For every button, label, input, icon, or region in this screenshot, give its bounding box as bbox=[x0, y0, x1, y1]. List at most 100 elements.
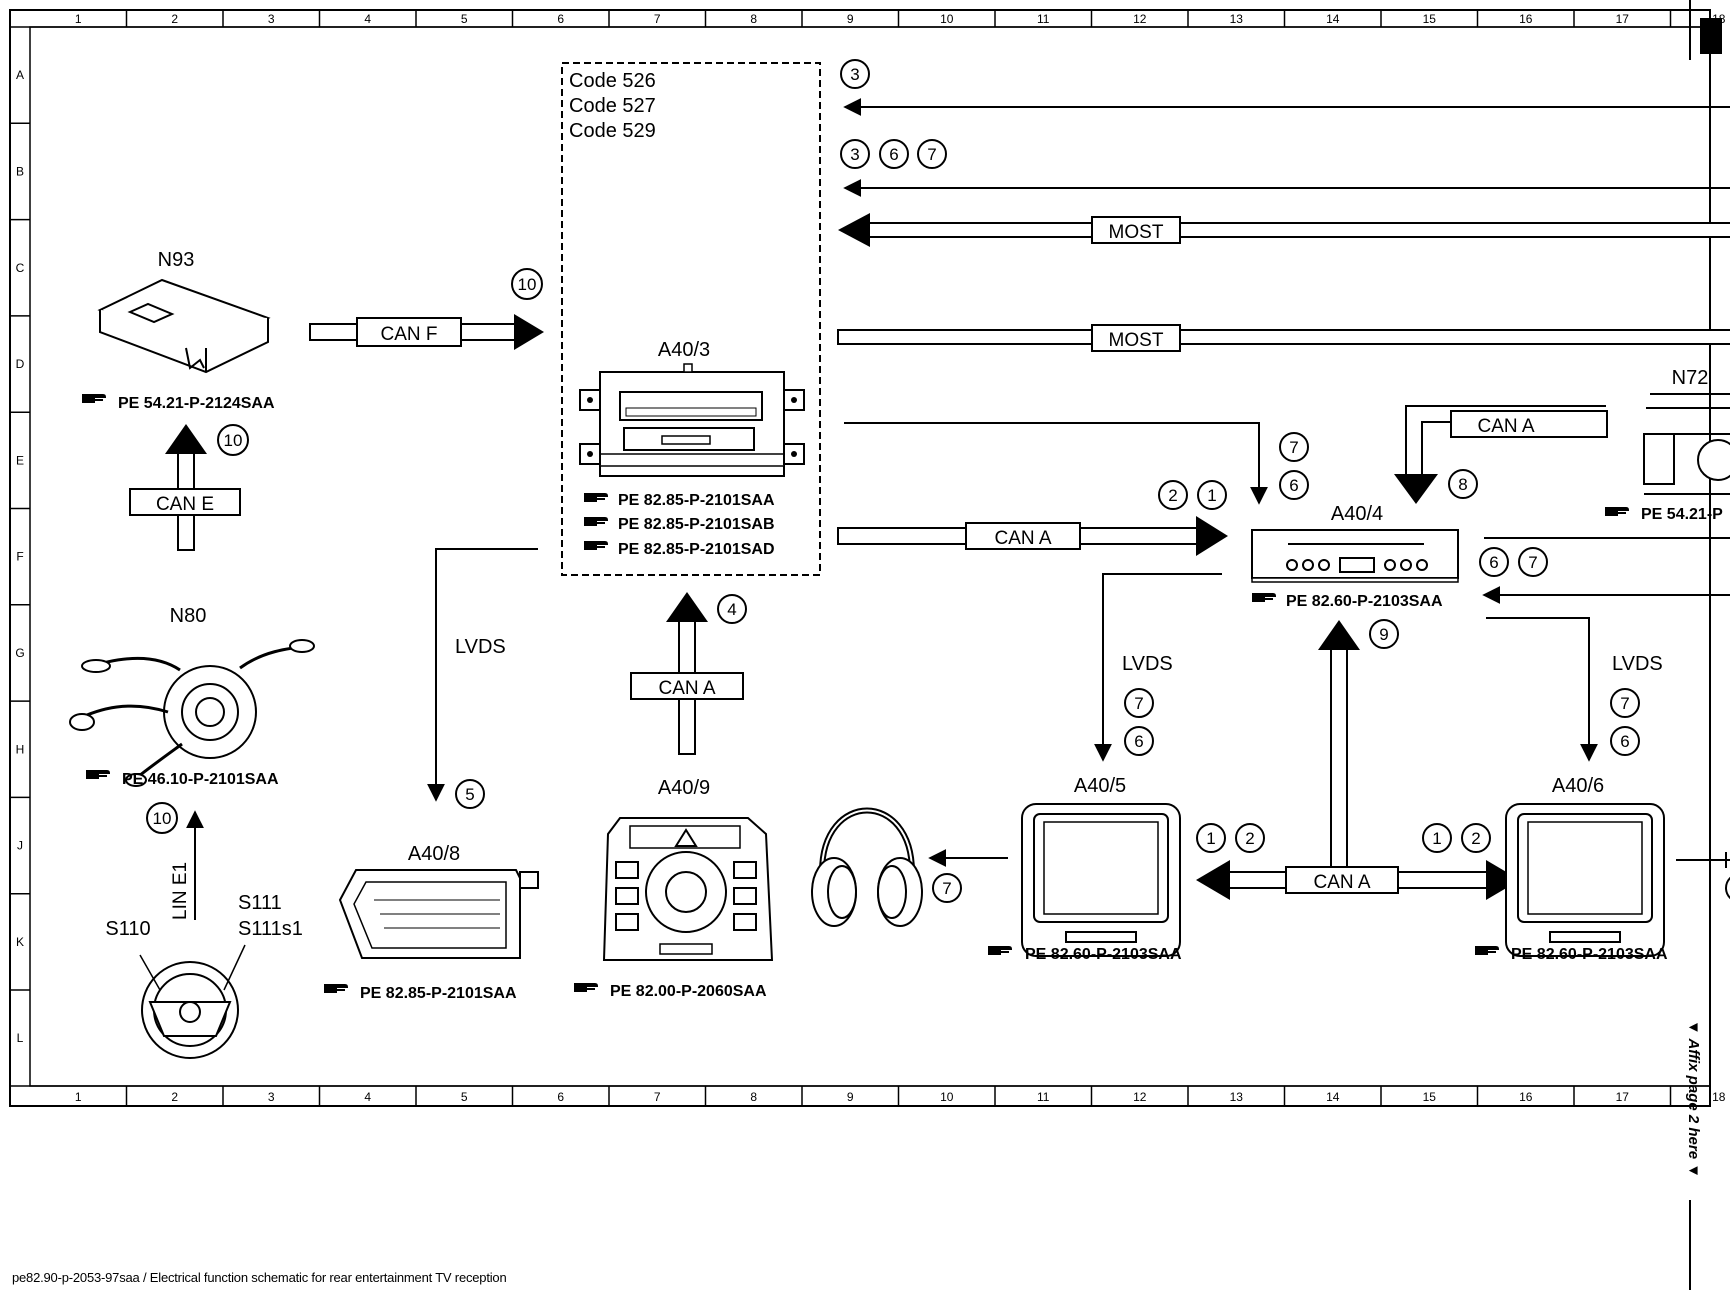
grid-column-label: 2 bbox=[171, 1090, 178, 1104]
a40-3-label: A40/3 bbox=[658, 339, 710, 361]
affix-note: ▼ Affix page 2 here ▼ bbox=[1685, 1020, 1702, 1179]
marker-2-f: 2 bbox=[1158, 480, 1188, 510]
svg-text:7: 7 bbox=[942, 879, 951, 898]
can-a-label-displays: CAN A bbox=[1313, 872, 1370, 893]
lin-e1-label: LIN E1 bbox=[170, 862, 191, 920]
marker-7-b: 7 bbox=[917, 139, 947, 169]
grid-column-label: 2 bbox=[171, 12, 178, 26]
s111s1-label: S111s1 bbox=[238, 918, 303, 940]
svg-text:7: 7 bbox=[1134, 694, 1143, 713]
grid-column-label: 5 bbox=[461, 12, 468, 26]
svg-text:6: 6 bbox=[1134, 732, 1143, 751]
marker-8: 8 bbox=[1448, 469, 1478, 499]
a40-8-label: A40/8 bbox=[408, 843, 460, 865]
svg-text:6: 6 bbox=[1489, 553, 1498, 572]
grid-row-label: K bbox=[16, 935, 24, 949]
a40-3-ref-1: PE 82.85-P-2101SAA bbox=[618, 492, 775, 509]
grid-column-label: 3 bbox=[268, 1090, 275, 1104]
n80-ref-pointer-icon bbox=[86, 770, 110, 779]
svg-text:9: 9 bbox=[1379, 625, 1388, 644]
marker-6-h1: 6 bbox=[1124, 726, 1154, 756]
signal-line-a406-right bbox=[1676, 852, 1730, 900]
grid-column-label: 12 bbox=[1133, 12, 1147, 26]
a40-4-ref-pointer-icon bbox=[1252, 593, 1276, 602]
a40-6-label: A40/6 bbox=[1552, 775, 1604, 797]
grid-row-label: H bbox=[16, 742, 25, 756]
svg-text:2: 2 bbox=[1245, 829, 1254, 848]
grid-row-label: G bbox=[15, 646, 24, 660]
svg-text:4: 4 bbox=[727, 600, 736, 619]
grid-column-label: 18 bbox=[1712, 1090, 1726, 1104]
a40-4-label: A40/4 bbox=[1331, 503, 1383, 525]
a40-4-ref: PE 82.60-P-2103SAA bbox=[1286, 593, 1443, 610]
n93-label: N93 bbox=[158, 249, 195, 271]
code-527: Code 527 bbox=[569, 95, 656, 117]
a40-6-rear-display-right: A40/6 PE 82.60-P-2103SAA bbox=[1475, 775, 1668, 963]
a40-5-rear-display-left: A40/5 PE 82.60-P-2103SAA bbox=[988, 775, 1182, 963]
grid-column-label: 15 bbox=[1423, 12, 1437, 26]
can-f-label: CAN F bbox=[381, 324, 438, 345]
marker-9: 9 bbox=[1369, 619, 1399, 649]
a40-9-control-panel: A40/9 PE 82.00-P-2060SAA bbox=[574, 777, 774, 1000]
grid-row-label: E bbox=[16, 453, 24, 467]
document-footer: pe82.90-p-2053-97saa / Electrical functi… bbox=[12, 1270, 507, 1285]
grid-column-label: 13 bbox=[1230, 12, 1244, 26]
grid-column-label: 4 bbox=[364, 1090, 371, 1104]
grid-column-label: 4 bbox=[364, 12, 371, 26]
marker-7-f: 7 bbox=[1518, 547, 1548, 577]
grid-column-label: 7 bbox=[654, 1090, 661, 1104]
bus-lines-top bbox=[843, 98, 1730, 197]
a40-3-ref-2: PE 82.85-P-2101SAB bbox=[618, 516, 775, 533]
grid-column-label: 8 bbox=[750, 12, 757, 26]
grid-column-label: 15 bbox=[1423, 1090, 1437, 1104]
svg-text:6: 6 bbox=[1620, 732, 1629, 751]
svg-text:3: 3 bbox=[850, 65, 859, 84]
n72-radio-partial: N72 PE 54.21-P bbox=[1605, 367, 1730, 523]
n93-ref: PE 54.21-P-2124SAA bbox=[118, 395, 275, 412]
grid-column-label: 1 bbox=[75, 12, 82, 26]
a40-3-ref-pointer-icon-1 bbox=[584, 493, 608, 502]
signal-lines-right bbox=[1482, 537, 1730, 604]
a40-8-tv-tuner: A40/8 PE 82.85-P-2101SAA bbox=[324, 843, 539, 1002]
headphones-icon bbox=[811, 807, 923, 927]
marker-7-h2: 7 bbox=[1610, 688, 1640, 718]
n93-control-unit: N93 PE 54.21-P-2124SAA bbox=[82, 249, 275, 412]
page-edge-block bbox=[1700, 18, 1722, 54]
svg-text:6: 6 bbox=[1289, 476, 1298, 495]
can-a-label-top: CAN A bbox=[994, 528, 1051, 549]
lvds-a403-a408: LVDS bbox=[427, 548, 538, 802]
grid-column-label: 10 bbox=[940, 1090, 954, 1104]
grid-column-label: 6 bbox=[557, 1090, 564, 1104]
marker-2-j2: 2 bbox=[1461, 823, 1491, 853]
grid-column-label: 11 bbox=[1037, 12, 1050, 26]
a40-8-ref-pointer-icon bbox=[324, 984, 348, 993]
lvds-a404-a406: LVDS bbox=[1486, 617, 1663, 762]
svg-text:1: 1 bbox=[1207, 486, 1216, 505]
can-a-label-a409: CAN A bbox=[658, 678, 715, 699]
grid-row-label: L bbox=[17, 1031, 24, 1045]
marker-7-k: 7 bbox=[932, 873, 962, 903]
grid-column-label: 1 bbox=[75, 1090, 82, 1104]
marker-6-h2: 6 bbox=[1610, 726, 1640, 756]
grid-column-label: 16 bbox=[1519, 1090, 1533, 1104]
code-529: Code 529 bbox=[569, 120, 656, 142]
grid-column-label: 10 bbox=[940, 12, 954, 26]
s111-label: S111 bbox=[238, 892, 282, 914]
grid-column-label: 5 bbox=[461, 1090, 468, 1104]
marker-6-b: 6 bbox=[879, 139, 909, 169]
a40-4-dvd-player: A40/4 PE 82.60-P-2103SAA bbox=[1251, 503, 1459, 610]
can-a-bus-a409: CAN A bbox=[630, 592, 744, 755]
a40-3-ref-pointer-icon-3 bbox=[584, 541, 608, 550]
lin-e1-bus: LIN E1 bbox=[170, 810, 204, 920]
schematic-frame bbox=[9, 9, 1711, 1107]
most-bus-lower: MOST bbox=[837, 324, 1730, 352]
code-526: Code 526 bbox=[569, 70, 656, 92]
grid-column-label: 14 bbox=[1326, 1090, 1340, 1104]
marker-6-f: 6 bbox=[1479, 547, 1509, 577]
marker-5: 5 bbox=[455, 779, 485, 809]
most-label-upper: MOST bbox=[1109, 222, 1164, 243]
grid-column-label: 14 bbox=[1326, 12, 1340, 26]
a40-6-ref-pointer-icon bbox=[1475, 946, 1499, 955]
svg-text:7: 7 bbox=[1620, 694, 1629, 713]
